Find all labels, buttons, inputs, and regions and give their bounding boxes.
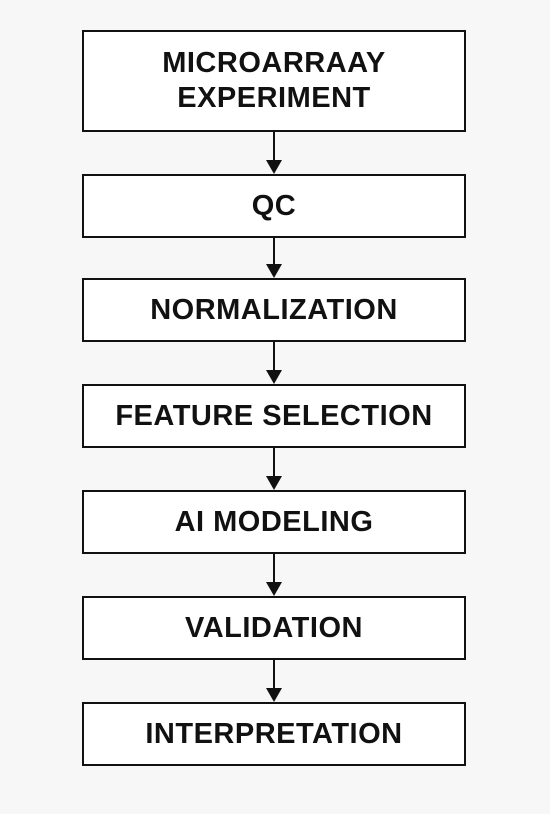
arrow-down-icon	[262, 448, 286, 490]
step-box-validation: VALIDATION	[82, 596, 466, 660]
step-box-interpretation: INTERPRETATION	[82, 702, 466, 766]
arrow-down-icon	[262, 660, 286, 702]
step-box-ai-modeling: AI MODELING	[82, 490, 466, 554]
arrow-down-icon	[262, 342, 286, 384]
arrow-down-icon	[262, 238, 286, 278]
arrow-down-icon	[262, 554, 286, 596]
arrow-down-icon	[262, 132, 286, 174]
step-box-feature-selection: FEATURE SELECTION	[82, 384, 466, 448]
step-label: NORMALIZATION	[150, 293, 398, 326]
step-label: VALIDATION	[185, 611, 363, 644]
step-label: FEATURE SELECTION	[115, 399, 433, 432]
step-label: QC	[251, 189, 297, 222]
step-label: INTERPRETATION	[145, 717, 403, 750]
step-box-normalization: NORMALIZATION	[82, 278, 466, 342]
step-label: AI MODELING	[174, 505, 374, 538]
step-box-qc: QC	[82, 174, 466, 238]
step-label: MICROARRAAY EXPERIMENT	[162, 47, 386, 114]
step-box-microarray-experiment: MICROARRAAY EXPERIMENT	[82, 30, 466, 132]
